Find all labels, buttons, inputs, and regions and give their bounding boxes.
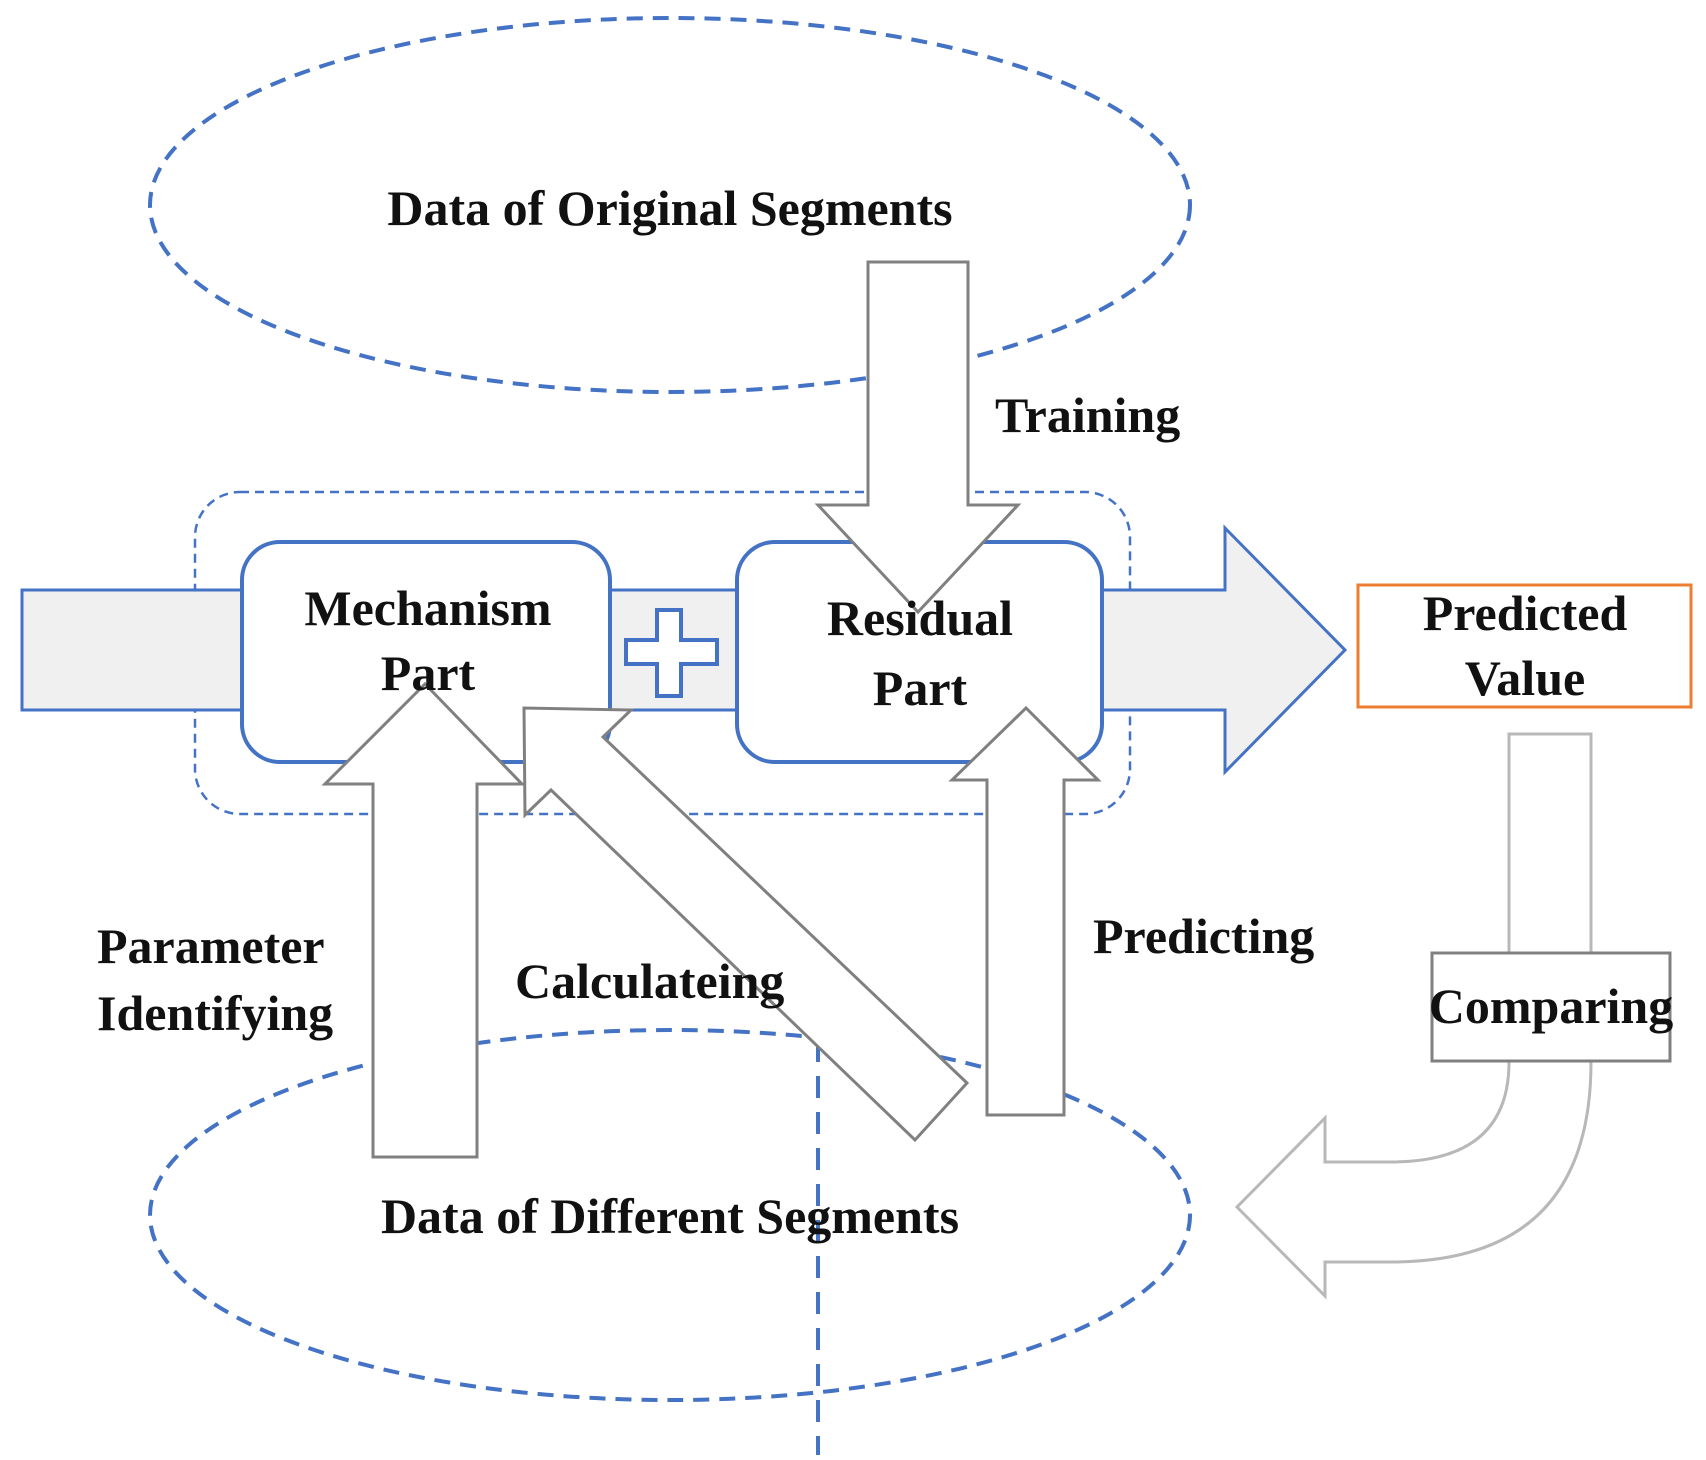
residual-part-label-line2: Part <box>873 660 968 716</box>
comparing-feedback-arrow <box>1234 732 1593 1300</box>
training-arrow <box>814 260 1022 615</box>
calculating-label: Calculateing <box>515 953 784 1009</box>
original-segments-ellipse <box>148 16 1192 394</box>
predicted-value-box[interactable] <box>1356 583 1693 709</box>
original-segments-label: Data of Original Segments <box>387 180 952 236</box>
parameter-identifying-label-line1: Parameter <box>97 918 325 974</box>
predicting-arrow <box>948 705 1102 1117</box>
different-segments-label: Data of Different Segments <box>381 1188 959 1244</box>
plus-icon <box>624 608 719 698</box>
comparing-box[interactable] <box>1430 951 1672 1063</box>
mechanism-part-label-line2: Part <box>381 645 476 701</box>
different-segments-ellipse <box>148 1028 1192 1402</box>
predicting-label: Predicting <box>1093 908 1314 964</box>
training-label: Training <box>995 387 1180 443</box>
mechanism-part-label-line1: Mechanism <box>304 580 551 636</box>
parameter-identifying-arrow <box>321 681 526 1159</box>
comparing-label: Comparing <box>1429 978 1673 1034</box>
residual-part-label-line1: Residual <box>827 590 1013 646</box>
parameter-identifying-label-line2: Identifying <box>97 985 333 1041</box>
predicted-value-label-line1: Predicted <box>1423 585 1628 641</box>
predicted-value-label-line2: Value <box>1465 650 1585 706</box>
calculating-arrow <box>522 706 970 1143</box>
